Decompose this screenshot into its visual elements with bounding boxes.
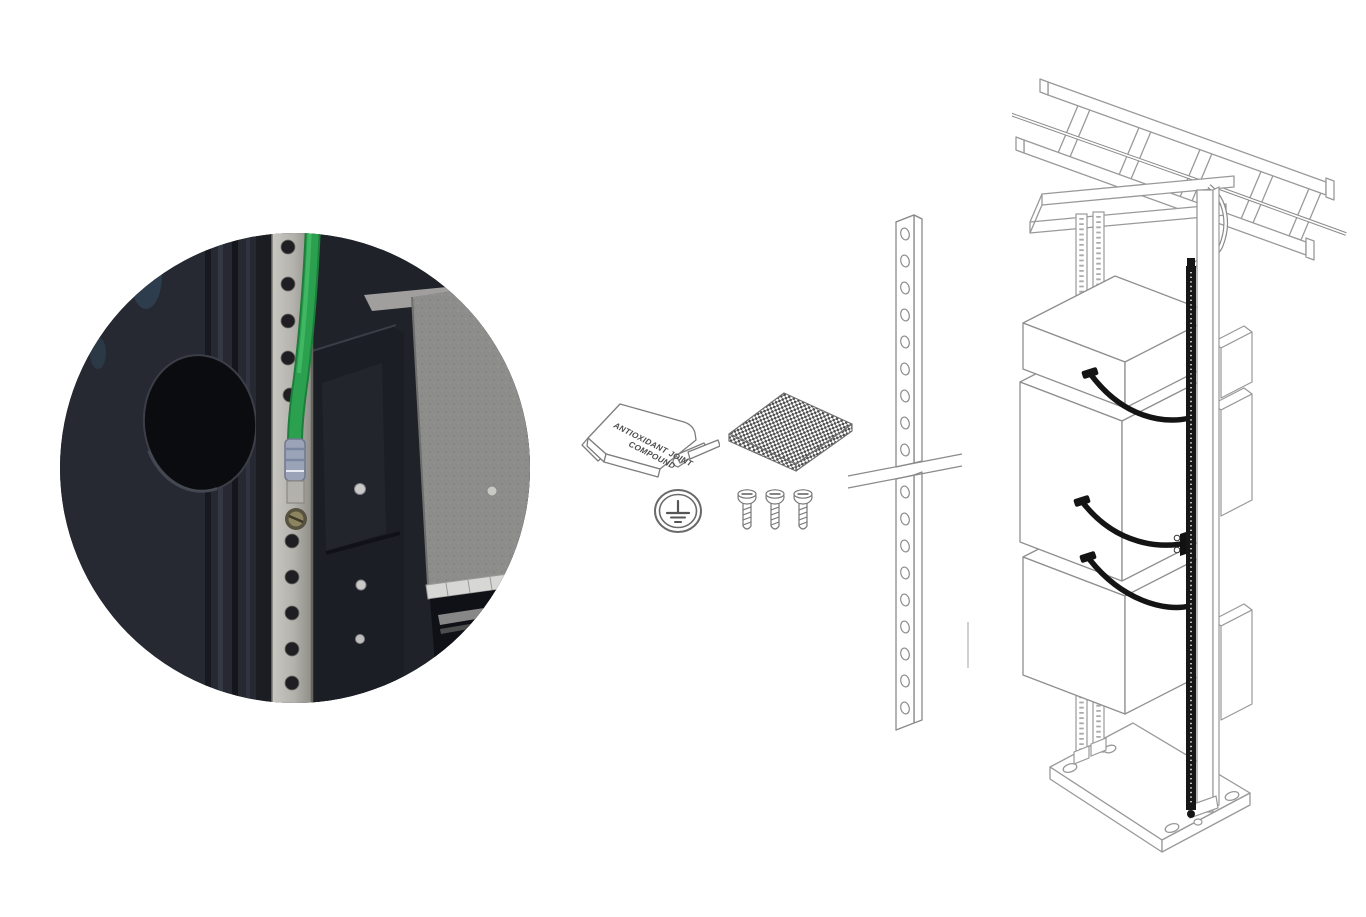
break-mark	[847, 453, 963, 489]
cable-ladder	[1015, 78, 1335, 261]
photo-inset-svg	[60, 233, 530, 703]
rail-side-top	[913, 214, 923, 464]
compound-packet-drawing: ANTIOXIDANT JOINT COMPOUND	[580, 393, 720, 488]
mesh-pad-top	[728, 392, 853, 465]
ground-cable-3	[1087, 557, 1193, 611]
screws-drawing	[734, 486, 816, 536]
packet-body	[587, 403, 697, 470]
right-post	[1187, 186, 1220, 826]
screw-1	[737, 489, 757, 530]
ground-cable-1	[1089, 373, 1193, 423]
rack-rail-drawing	[840, 208, 970, 743]
mesh-pad-drawing	[724, 388, 859, 478]
rear-equipment-boxes	[1212, 325, 1253, 721]
rail-holes	[900, 227, 910, 715]
mesh-door-panel	[412, 279, 530, 585]
cable-hole	[142, 354, 258, 493]
screw-2	[765, 489, 785, 530]
ground-cable-2	[1081, 501, 1193, 548]
ground-symbol-icon	[652, 488, 704, 536]
ground-busbar	[1173, 258, 1196, 818]
rack-assembly-drawing	[1012, 52, 1347, 867]
ground-cables	[1081, 373, 1193, 611]
glossy-panel	[430, 585, 530, 703]
cable-lugs	[1073, 367, 1099, 563]
rail-screw	[285, 508, 307, 530]
screw-3	[793, 489, 813, 530]
crimp-connector	[284, 438, 306, 504]
faint-divider-line	[967, 622, 969, 668]
photo-inset	[60, 233, 530, 703]
ground-wire	[287, 233, 321, 451]
